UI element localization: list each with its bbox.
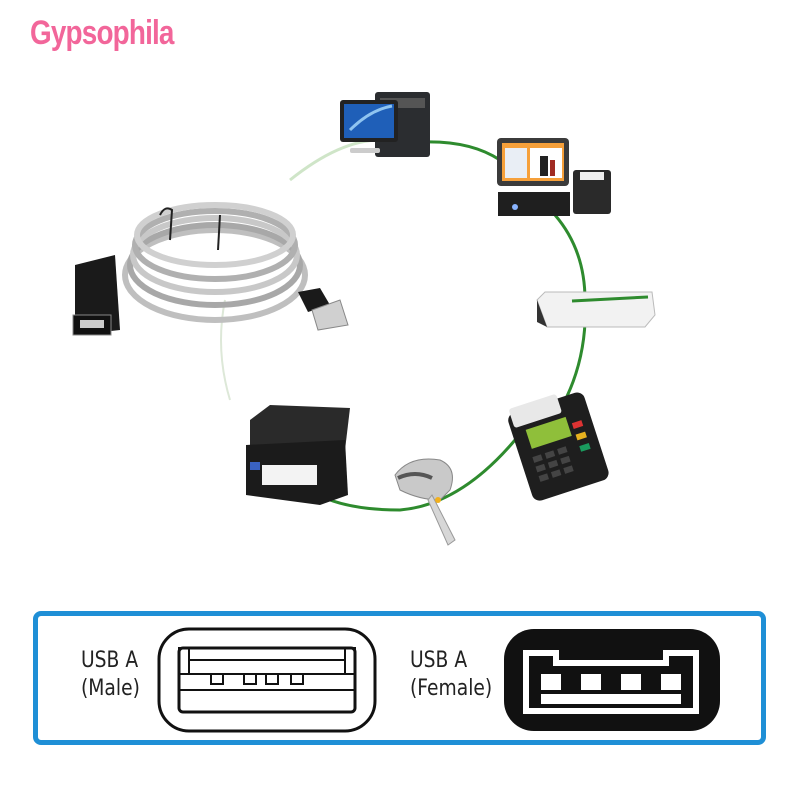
female-label-gender: (Female) — [410, 676, 493, 701]
usb-connector-panel: USB A (Male) USB A (Female) — [33, 611, 766, 745]
usb-device-diagram — [72, 92, 656, 546]
female-label: USB A (Female) — [410, 647, 492, 703]
usb-a-female-icon — [504, 629, 720, 731]
brand-logo: Gypsophila — [30, 14, 174, 52]
usb-extension-cable-image — [72, 202, 349, 336]
barcode-scanner-icon — [394, 458, 456, 546]
usb-a-male-icon — [157, 627, 377, 733]
desktop-pc-icon — [340, 92, 430, 157]
label-printer-icon — [246, 405, 350, 505]
connection-ring — [289, 138, 381, 182]
male-label-gender: (Male) — [81, 676, 140, 701]
router-icon — [536, 291, 656, 328]
pos-terminal-icon — [497, 138, 611, 216]
male-label: USB A (Male) — [81, 647, 140, 703]
card-terminal-icon — [508, 392, 609, 501]
female-label-type: USB A — [410, 648, 468, 673]
male-label-type: USB A — [81, 648, 139, 673]
